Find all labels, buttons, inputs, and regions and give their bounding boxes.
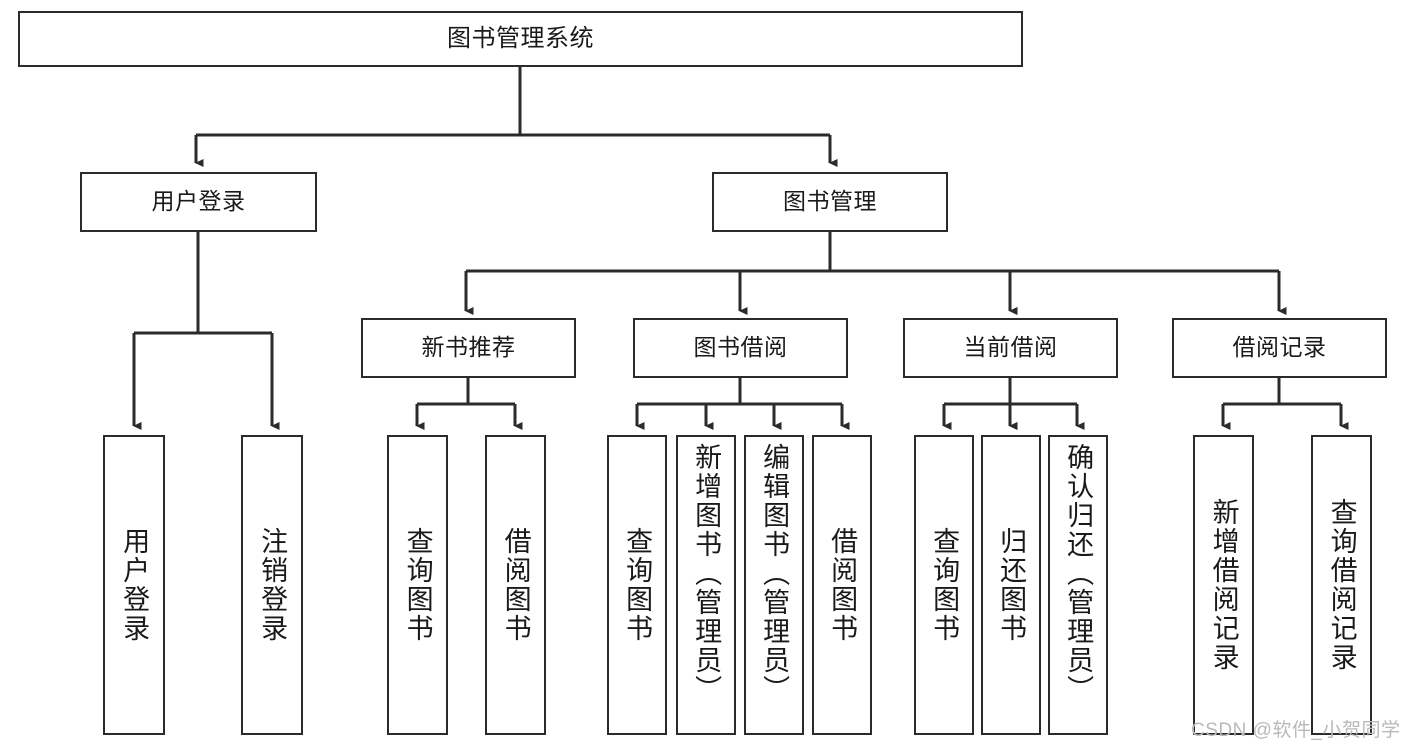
- node-user-login[interactable]: 用户登录: [80, 172, 317, 232]
- node-new-book-rec[interactable]: 新书推荐: [361, 318, 576, 378]
- node-borrow-record[interactable]: 借阅记录: [1172, 318, 1387, 378]
- node-leaf-add-book[interactable]: 新增图书（管理员）: [676, 435, 736, 735]
- node-leaf-add-record[interactable]: 新增借阅记录: [1193, 435, 1254, 735]
- node-book-manage-label: 图书管理: [783, 188, 877, 215]
- node-leaf-borrow-book-2[interactable]: 借阅图书: [812, 435, 872, 735]
- node-leaf-add-book-label: 新增图书（管理员）: [691, 443, 722, 704]
- node-leaf-confirm-return-label: 确认归还（管理员）: [1063, 443, 1094, 704]
- node-leaf-query-book-1-label: 查询图书: [402, 527, 433, 643]
- node-borrow-record-label: 借阅记录: [1232, 334, 1327, 361]
- node-leaf-borrow-book-1[interactable]: 借阅图书: [485, 435, 546, 735]
- node-leaf-query-book-3[interactable]: 查询图书: [914, 435, 974, 735]
- node-leaf-query-record-label: 查询借阅记录: [1326, 498, 1357, 672]
- node-leaf-edit-book[interactable]: 编辑图书（管理员）: [744, 435, 804, 735]
- node-current-borrow-label: 当前借阅: [963, 334, 1058, 361]
- node-leaf-user-login-label: 用户登录: [119, 527, 150, 643]
- node-root-label: 图书管理系统: [447, 24, 594, 52]
- node-current-borrow[interactable]: 当前借阅: [903, 318, 1118, 378]
- watermark: CSDN @软件_小贺同学: [1191, 720, 1401, 741]
- node-leaf-edit-book-label: 编辑图书（管理员）: [759, 443, 790, 704]
- node-leaf-return-book[interactable]: 归还图书: [981, 435, 1041, 735]
- node-user-login-label: 用户登录: [151, 188, 246, 215]
- node-leaf-return-book-label: 归还图书: [996, 527, 1027, 643]
- node-leaf-query-book-1[interactable]: 查询图书: [387, 435, 448, 735]
- node-new-book-rec-label: 新书推荐: [421, 334, 516, 361]
- node-book-manage[interactable]: 图书管理: [712, 172, 948, 232]
- node-book-borrow[interactable]: 图书借阅: [633, 318, 848, 378]
- node-leaf-confirm-return[interactable]: 确认归还（管理员）: [1048, 435, 1108, 735]
- node-leaf-user-login[interactable]: 用户登录: [103, 435, 165, 735]
- node-leaf-query-book-3-label: 查询图书: [929, 527, 960, 643]
- node-leaf-query-record[interactable]: 查询借阅记录: [1311, 435, 1372, 735]
- node-leaf-borrow-book-2-label: 借阅图书: [827, 527, 858, 643]
- node-leaf-add-record-label: 新增借阅记录: [1208, 498, 1239, 672]
- node-root[interactable]: 图书管理系统: [18, 11, 1023, 67]
- node-leaf-logout-label: 注销登录: [257, 527, 288, 643]
- node-leaf-query-book-2-label: 查询图书: [622, 527, 653, 643]
- node-leaf-query-book-2[interactable]: 查询图书: [607, 435, 667, 735]
- node-leaf-logout[interactable]: 注销登录: [241, 435, 303, 735]
- node-book-borrow-label: 图书借阅: [693, 334, 788, 361]
- node-leaf-borrow-book-1-label: 借阅图书: [500, 527, 531, 643]
